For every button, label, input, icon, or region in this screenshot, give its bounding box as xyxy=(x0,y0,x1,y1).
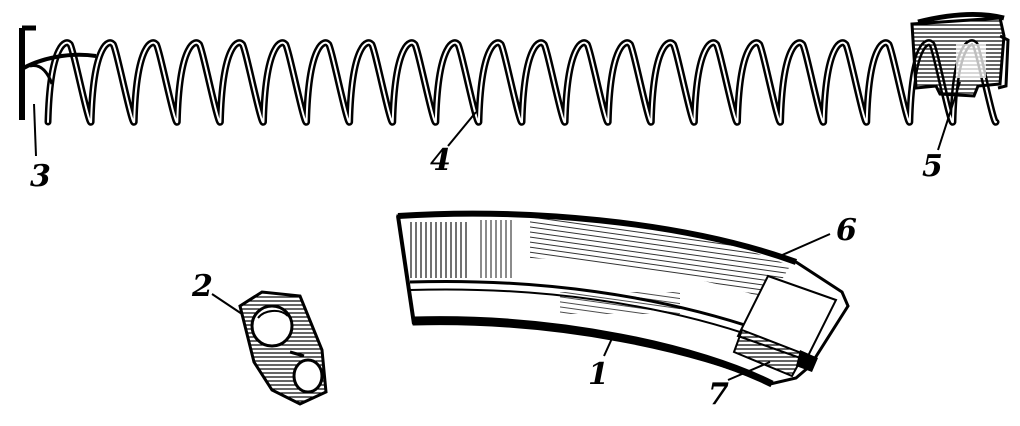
label-6: 6 xyxy=(836,213,857,248)
label-3: 3 xyxy=(30,159,51,194)
part-labels: 3 4 5 6 2 1 7 xyxy=(30,143,943,412)
magazine-follower xyxy=(910,12,1010,98)
label-2: 2 xyxy=(191,269,213,304)
leader-lines xyxy=(33,81,961,381)
label-1: 1 xyxy=(588,357,609,392)
label-5: 5 xyxy=(922,149,943,184)
magazine-body xyxy=(396,210,850,388)
spring-coil-highlight xyxy=(47,41,997,124)
lock-plate xyxy=(238,290,328,406)
label-7: 7 xyxy=(708,377,729,412)
magazine-spring xyxy=(44,39,1000,126)
spring-lock-end xyxy=(18,25,97,120)
label-4: 4 xyxy=(430,143,451,178)
